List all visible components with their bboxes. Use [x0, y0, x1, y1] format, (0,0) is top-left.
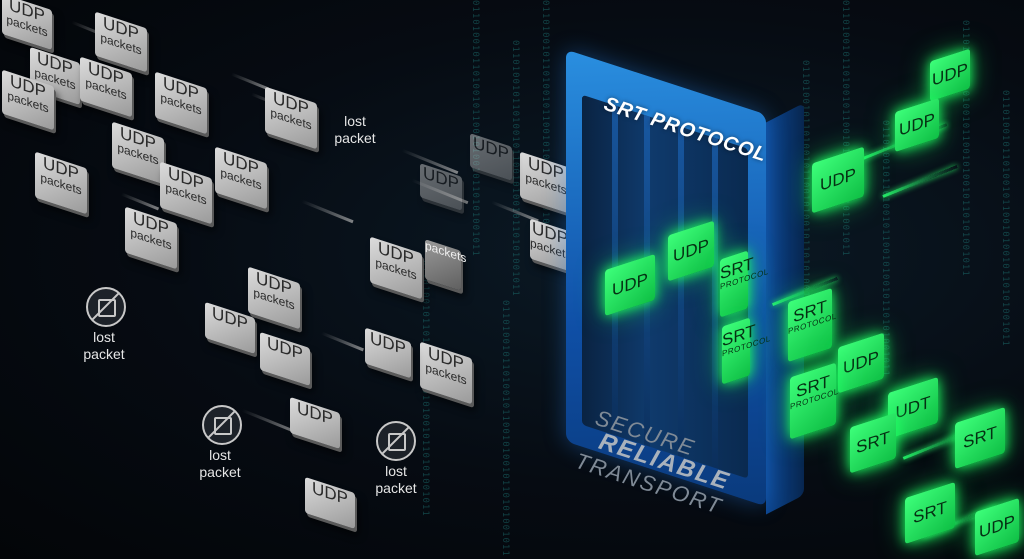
matrix-column: 0110100101101001011001010010110101001011: [500, 300, 510, 557]
matrix-column: 0110100101101001011001010010110101001011: [470, 0, 480, 257]
matrix-column: 0110100101101001011001010010110101001011: [510, 40, 520, 297]
green-udp-packet: UDP: [812, 146, 864, 214]
motion-streak: [230, 72, 270, 91]
green-srt-packet: SRT: [955, 406, 1005, 470]
green-srt-packet: SRT: [905, 481, 955, 545]
matrix-column: 0110100101101001011001010010110101001011: [960, 20, 970, 277]
broken-packet: packets: [425, 238, 466, 291]
udp-packet: UDP: [305, 476, 355, 530]
udp-packet: UDP: [260, 331, 310, 387]
lost-packet-icon: [86, 287, 126, 327]
green-srt-packet: SRT: [850, 412, 896, 474]
matrix-column: 0110100101101001011001010010110101001011: [540, 0, 550, 257]
motion-streak: [301, 199, 354, 224]
matrix-column: 0110100101101001011001010010110101001011: [880, 120, 890, 377]
green-udp-packet: UDP: [838, 332, 884, 394]
udp-packet: UDP: [290, 396, 340, 450]
matrix-column: 0110100101101001011001010010110101001011: [800, 60, 810, 317]
lost-packet-icon: [376, 421, 416, 461]
lost-packet-icon: [202, 405, 242, 445]
green-udp-packet: UDP: [975, 497, 1019, 557]
green-udp-packet: UDP: [895, 97, 939, 153]
matrix-column: 0110100101101001011001010010110101001011: [840, 0, 850, 257]
matrix-column: 0110100101101001011001010010110101001011: [1000, 90, 1010, 347]
motion-streak-green: [882, 165, 958, 198]
motion-streak: [321, 331, 364, 352]
udp-packet: UDP: [365, 327, 411, 379]
